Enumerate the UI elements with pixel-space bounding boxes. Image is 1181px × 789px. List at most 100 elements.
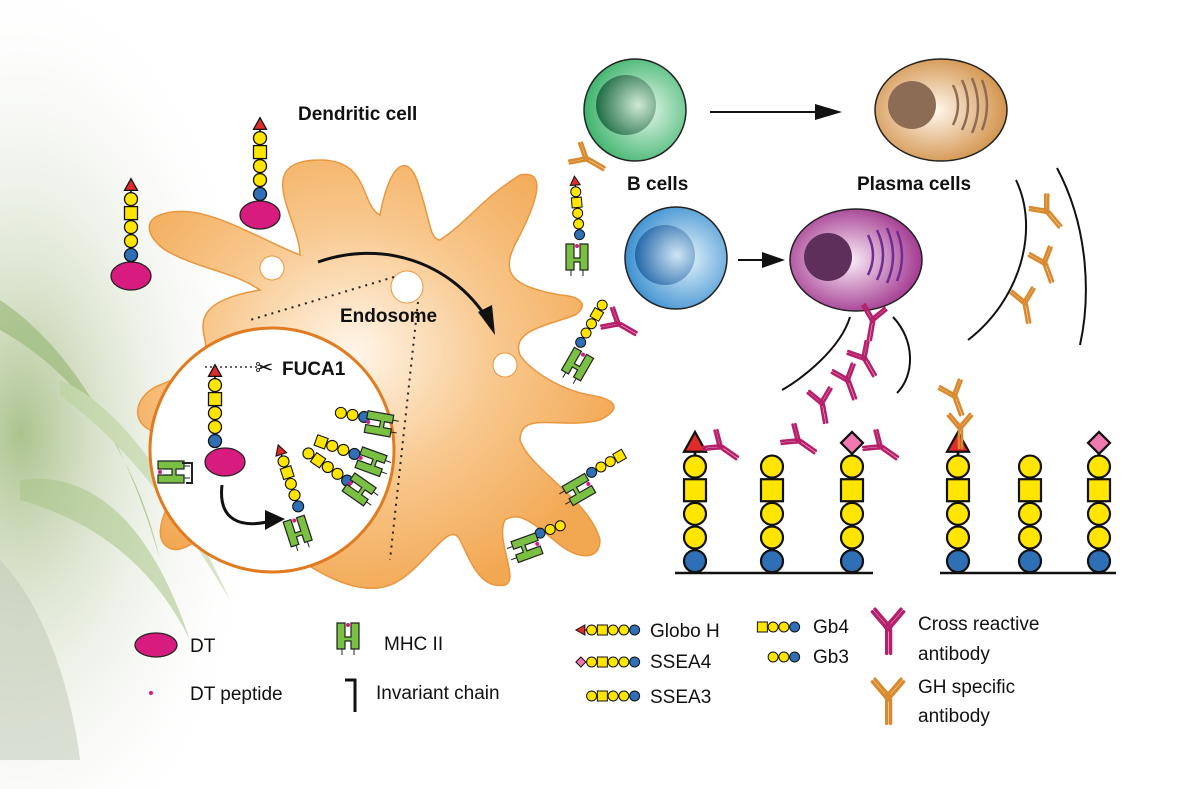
sugar-gal [759, 525, 785, 550]
surface-glycan-ssea4 [1086, 430, 1112, 574]
sugar-glc [789, 651, 801, 663]
dt-protein-1 [110, 261, 152, 291]
sugar-galnac [279, 465, 295, 481]
sugar-gal [252, 130, 268, 146]
legend-globo-h-label: Globo H [650, 621, 720, 642]
mhc-ii-complex [504, 532, 544, 566]
processing-arrow [220, 484, 276, 526]
sugar-fuc [275, 443, 288, 457]
sugar-gal [618, 656, 630, 668]
sugar-glc [682, 549, 708, 574]
differentiation-arrowhead-2 [762, 252, 785, 268]
sugar-gal [326, 439, 339, 452]
globo-h-in-endosome [207, 363, 223, 449]
sugar-gal [585, 318, 597, 330]
sugar-gal [123, 233, 139, 249]
sugar-galnac [313, 434, 329, 450]
sugar-gal [123, 219, 139, 235]
sugar-gal [1017, 454, 1043, 479]
secretion-arc-3 [967, 179, 1028, 341]
sugar-fuc [574, 624, 586, 636]
legend-gb3-label: Gb3 [813, 647, 849, 668]
legend-gh-specific-label-2: antibody [918, 706, 990, 727]
sugar-gal [759, 454, 785, 479]
surface-glycan-ssea4 [839, 430, 865, 574]
legend-dt-label: DT [190, 636, 216, 657]
secretion-arc-2 [892, 316, 911, 394]
globo-h-dt-conjugate [123, 177, 139, 263]
sugar-fuc [569, 175, 582, 187]
legend-dt-peptide-icon [149, 691, 153, 695]
sugar-glc [348, 447, 361, 461]
sugar-gal [572, 207, 584, 219]
legend-cross-reactive-antibody-icon [870, 607, 906, 656]
endosome-label: Endosome [340, 306, 437, 327]
sugar-gal [839, 501, 865, 526]
sugar-sia [575, 656, 587, 668]
sugar-glc [123, 247, 139, 263]
sugar-galnac [252, 144, 268, 160]
background-leaves [0, 300, 230, 760]
legend-mhc2-label: MHC II [384, 634, 443, 655]
sugar-gal [331, 467, 344, 480]
legend-ssea3-icon [586, 690, 641, 702]
sugar-gal [682, 501, 708, 526]
sugar-galnac [1086, 478, 1112, 503]
cross-reactive-antibody [806, 385, 839, 427]
sugar-gal [207, 419, 223, 435]
sugar-gal [284, 477, 297, 490]
scissors-icon: ✂ [255, 355, 273, 380]
sugar-gal [682, 525, 708, 550]
processed-globo-h [275, 443, 305, 513]
sugar-gal [337, 443, 350, 456]
presented-gb3 [534, 520, 566, 539]
sugar-galnac [612, 448, 628, 464]
fuca1-label: FUCA1 [282, 359, 346, 380]
glycan-layer [123, 116, 1112, 574]
sugar-fuc [252, 116, 268, 130]
sugar-gal [1086, 454, 1112, 479]
legend-invariant-chain-icon [345, 678, 357, 712]
sugar-gal [321, 460, 334, 474]
sugar-glc [574, 229, 586, 241]
exocytic-vesicle [492, 352, 518, 378]
sugar-gal [252, 172, 268, 188]
dendritic-cell-label: Dendritic cell [298, 104, 417, 125]
sugar-galnac [570, 196, 583, 209]
sugar-gal [580, 327, 592, 339]
sugar-gal [1017, 501, 1043, 526]
sugar-glc [1017, 549, 1043, 574]
sugar-gal [607, 690, 619, 702]
sugar-galnac [1017, 478, 1043, 503]
sugar-glc [945, 549, 971, 574]
presented-globo-h [569, 175, 586, 241]
processed-gb3 [334, 406, 371, 424]
mhc-ii-complex [565, 243, 589, 277]
sugar-gal [945, 525, 971, 550]
sugar-gal [682, 454, 708, 479]
sugar-gal [207, 405, 223, 421]
sugar-glc [629, 656, 641, 668]
sugar-gal [573, 218, 585, 230]
sugar-glc [839, 549, 865, 574]
legend-gb3-icon [767, 651, 801, 663]
gh-specific-antibody [936, 377, 974, 421]
internalization-arrow [317, 251, 490, 321]
sugar-gal [302, 447, 315, 460]
cross-reactive-antibody [598, 305, 643, 346]
sugar-gal [277, 455, 290, 468]
differentiation-arrowhead-1 [815, 104, 842, 120]
sugar-galnac [207, 391, 223, 407]
sugar-gal [334, 406, 347, 419]
sugar-gal [767, 621, 779, 633]
sugar-glc [759, 549, 785, 574]
legend-dt-icon [134, 632, 178, 658]
endosome-vesicle [390, 270, 424, 304]
sugar-gal [839, 454, 865, 479]
legend-invariant-chain-label: Invariant chain [376, 683, 500, 704]
plasma-cell-purple [789, 208, 923, 312]
sugar-galnac [589, 306, 605, 322]
zoom-line-2 [389, 301, 419, 561]
sugar-gal [607, 656, 619, 668]
